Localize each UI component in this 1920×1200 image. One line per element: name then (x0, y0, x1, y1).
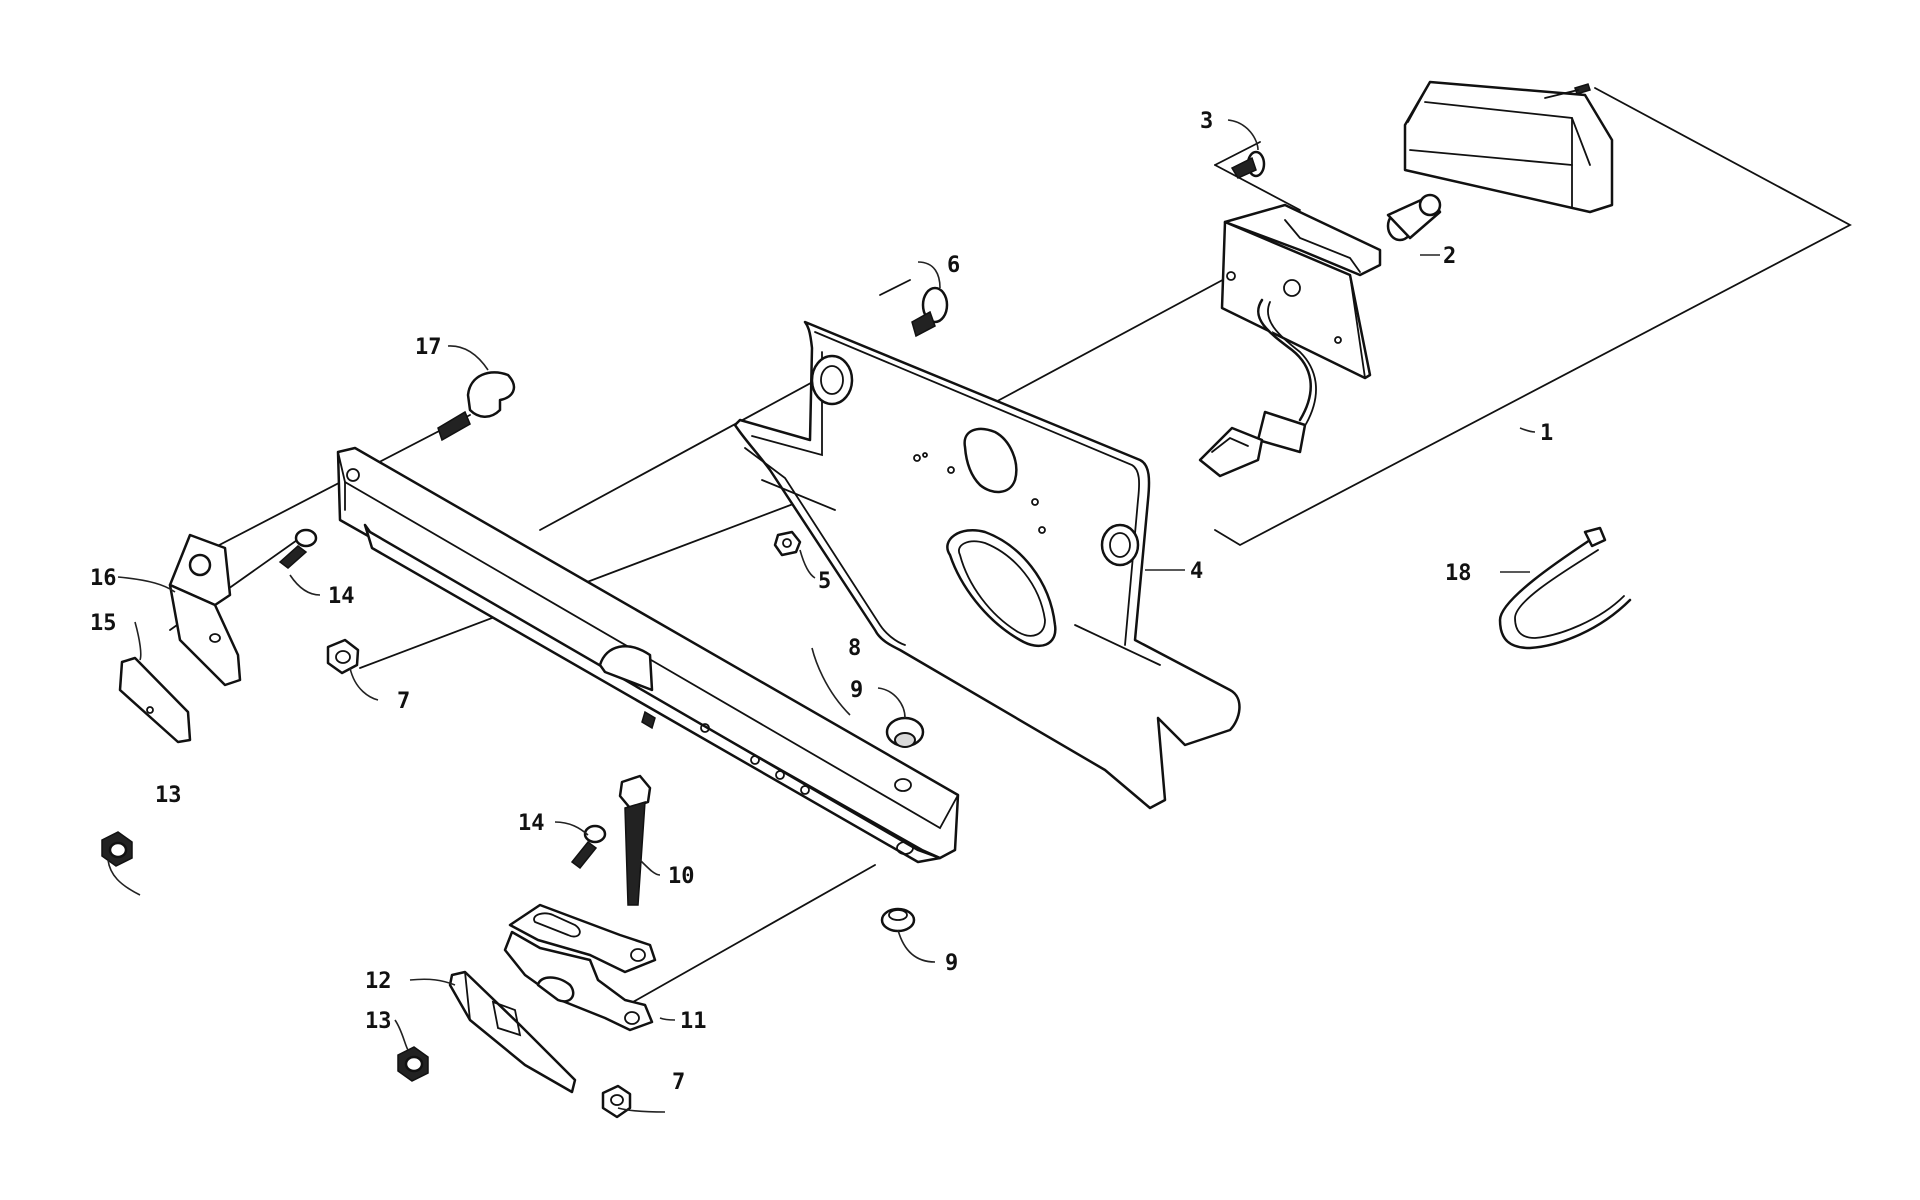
nut-7-lower (601, 1084, 632, 1119)
leader-lines (107, 119, 1536, 1113)
bolt-14-lower (570, 824, 607, 870)
long-bolt-10 (618, 774, 652, 906)
callout-1: 1 (1540, 421, 1553, 446)
mounting-bar (336, 446, 960, 864)
backing-plate-12 (448, 970, 577, 1094)
callout-13-lower: 13 (365, 1009, 392, 1034)
callout-17: 17 (415, 335, 442, 360)
nut-5 (773, 530, 802, 557)
screw-3 (1230, 150, 1266, 179)
callout-6: 6 (947, 253, 960, 278)
callout-12: 12 (365, 969, 392, 994)
light-base (1198, 203, 1382, 478)
bolt-14-upper (278, 528, 318, 569)
tail-light-lens (1403, 80, 1614, 214)
bulb (1386, 193, 1442, 242)
callout-7-lower: 7 (672, 1070, 685, 1095)
callout-8: 8 (848, 636, 861, 661)
callout-4: 4 (1190, 559, 1203, 584)
license-plate-bracket (733, 320, 1241, 810)
bolt-6 (911, 286, 949, 338)
callout-14-lower: 14 (518, 811, 545, 836)
callout-3: 3 (1200, 109, 1213, 134)
flange-nut-13-upper (101, 831, 133, 867)
callout-16: 16 (90, 566, 117, 591)
plate-15 (118, 656, 192, 744)
nut-7-upper (326, 638, 360, 675)
lower-bracket-11 (503, 903, 657, 1032)
flange-nut-13-lower (397, 1046, 429, 1082)
callout-10: 10 (668, 864, 695, 889)
callout-14-upper: 14 (328, 584, 355, 609)
corner-bracket-16 (168, 533, 242, 687)
callout-labels: 1 2 3 4 5 6 7 7 8 9 9 10 11 12 13 13 14 … (90, 109, 1553, 1095)
wing-screw-17 (437, 371, 516, 442)
callout-15: 15 (90, 611, 117, 636)
cable-tie-18 (1498, 526, 1632, 650)
grommet-9-upper (885, 716, 925, 748)
callout-5: 5 (818, 569, 831, 594)
callout-2: 2 (1443, 244, 1456, 269)
callout-18: 18 (1445, 561, 1472, 586)
callout-7-upper: 7 (397, 689, 410, 714)
callout-11: 11 (680, 1009, 707, 1034)
callout-9-lower: 9 (945, 951, 958, 976)
callout-13-upper: 13 (155, 783, 182, 808)
callout-9-upper: 9 (850, 678, 863, 703)
grommet-9-lower (880, 907, 916, 933)
